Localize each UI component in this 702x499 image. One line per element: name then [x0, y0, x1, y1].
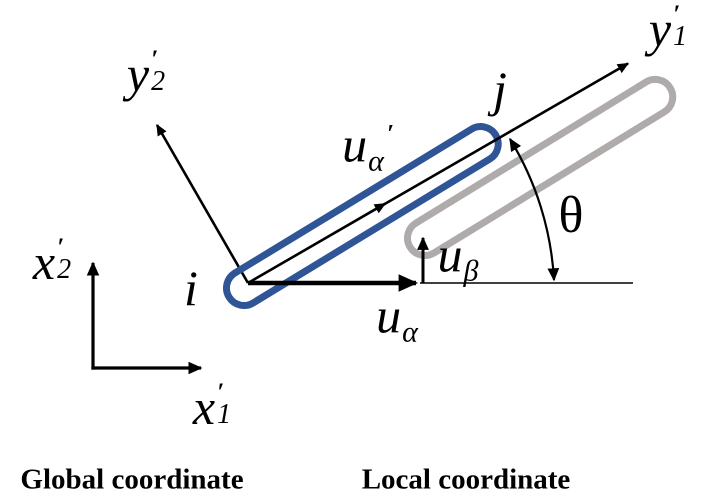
label-base: j — [493, 61, 507, 117]
label-base: x — [32, 234, 56, 290]
u-beta-label: uβ — [438, 230, 479, 287]
prime-mark: ′ — [57, 234, 65, 261]
prime-mark: ′ — [151, 46, 159, 73]
label-base: θ — [558, 187, 584, 244]
global-axis-x1-label: x′1 — [192, 379, 232, 435]
label-base: y — [648, 1, 672, 57]
u-alpha-label: uα — [376, 291, 418, 348]
label-subscript: β — [463, 254, 479, 288]
label-prime-sub-stack: ′2 — [151, 46, 166, 97]
global-axis-x2-label: x′2 — [32, 234, 72, 290]
label-prime-sub-stack: ′1 — [217, 379, 232, 430]
label-subscript: 1 — [673, 21, 688, 52]
label-base: x — [192, 379, 216, 435]
label-subscript: 1 — [217, 399, 232, 430]
u-alpha-local-vector — [247, 202, 387, 285]
label-base: y — [126, 46, 150, 102]
local-axis-y1-label: y′1 — [648, 1, 688, 57]
prime-mark: ′ — [386, 120, 394, 148]
local-axis-y1-line — [377, 62, 630, 210]
label-subscript: 2 — [151, 66, 166, 97]
label-subscript: α — [402, 315, 418, 349]
theta-angle-arc — [509, 137, 560, 282]
prime-mark: ′ — [673, 1, 681, 28]
label-base: i — [184, 260, 198, 316]
local-coordinate-caption: Local coordinate — [361, 463, 571, 496]
node-i-label: i — [184, 263, 198, 313]
local-axis-y2-line — [155, 123, 250, 284]
label-subscript: 2 — [57, 254, 72, 285]
global-coordinate-caption: Global coordinate — [20, 463, 244, 496]
label-base: u — [376, 287, 402, 344]
node-j-label: j — [493, 64, 507, 114]
label-subscript: α — [368, 144, 384, 178]
u-alpha-local-label: uα′ — [342, 120, 394, 177]
label-base: u — [342, 116, 368, 173]
label-prime-sub-stack: ′2 — [57, 234, 72, 285]
local-axis-y2-label: y′2 — [126, 46, 166, 102]
element-original-bar — [223, 123, 502, 309]
prime-mark: ′ — [217, 379, 225, 406]
label-prime-sub-stack: ′1 — [673, 1, 688, 52]
label-base: u — [437, 226, 463, 283]
theta-label: θ — [559, 190, 584, 242]
